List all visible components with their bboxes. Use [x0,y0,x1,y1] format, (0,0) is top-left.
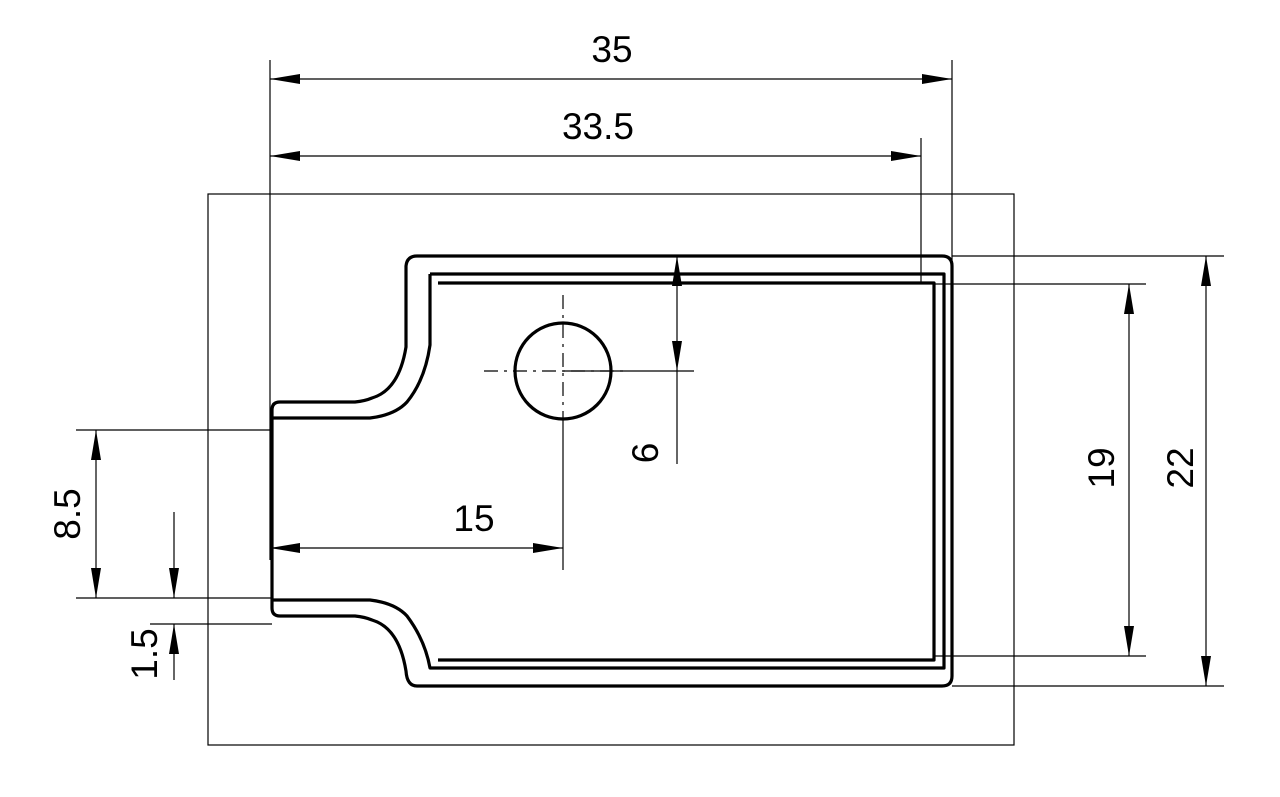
dim-label-19: 19 [1081,447,1122,488]
arrowhead [169,568,179,598]
sheet-frame [207,193,1015,746]
part-inner-rim [438,281,936,662]
arrowhead [922,74,952,84]
dim-label-6: 6 [625,443,666,464]
arrowhead [270,151,300,161]
dim-label-33-5: 33.5 [562,106,634,147]
dim-label-35: 35 [591,29,632,70]
arrowhead [1201,656,1211,686]
arrowhead [1124,626,1134,656]
arrowhead [1201,256,1211,286]
arrowhead [672,341,682,371]
arrowhead [91,430,101,460]
arrowhead [91,568,101,598]
dim-label-1-5: 1.5 [124,628,165,679]
arrowhead [672,256,682,286]
dim-label-22: 22 [1160,447,1201,488]
arrowhead [1124,284,1134,314]
arrowhead [270,74,300,84]
arrowhead [533,543,563,553]
part-outer-outline [270,254,954,688]
dim-label-8-5: 8.5 [47,488,88,539]
part-inner-outline [272,272,946,670]
arrowhead [891,151,921,161]
arrowhead [270,543,300,553]
dim-label-15: 15 [453,498,494,539]
arrowhead [169,624,179,654]
